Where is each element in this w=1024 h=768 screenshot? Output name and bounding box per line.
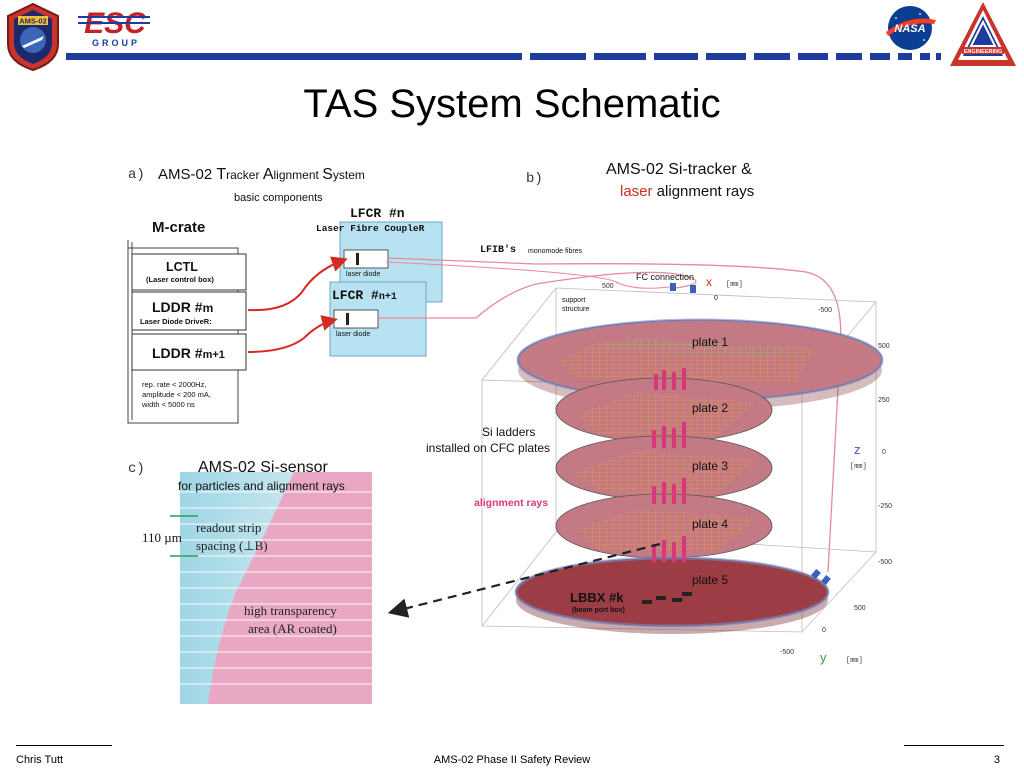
- svg-text:AMS-02: AMS-02: [19, 17, 47, 26]
- zoom-arrow: [387, 542, 661, 618]
- footer-rule-left: [16, 745, 112, 746]
- lfibs-sub: monomode fibres: [528, 248, 583, 255]
- z-tick: -500: [878, 559, 892, 566]
- panel-b-title: AMS-02 Si-tracker &: [606, 161, 752, 178]
- z-tick: 500: [878, 343, 890, 350]
- laser-diode-box: [333, 309, 379, 329]
- si-ladders-label: installed on CFC plates: [426, 441, 550, 455]
- sensor-strips: [180, 491, 372, 685]
- nasa-logo: NASA: [886, 6, 936, 50]
- plate: plate 5: [514, 556, 830, 634]
- svg-text:NASA: NASA: [894, 23, 925, 35]
- panel-c-subtitle: for particles and alignment rays: [178, 479, 345, 493]
- fibre-line: [387, 257, 842, 573]
- panel-a-title: AMS-02 Tracker Alignment System: [158, 166, 365, 183]
- alignment-rays-label: alignment rays: [474, 497, 548, 509]
- readout-label: spacing (⊥B): [196, 538, 268, 553]
- footer-title: AMS-02 Phase II Safety Review: [433, 754, 591, 766]
- lddr-m-box: [131, 291, 247, 331]
- plate-label: plate 2: [692, 401, 728, 415]
- esc-group-logo: ESC GROUP: [78, 7, 150, 48]
- lctl-label: LCTL: [166, 260, 198, 274]
- axis-y-unit: [mm]: [846, 657, 863, 665]
- laser-diode-label: laser diode: [336, 331, 370, 338]
- x-tick: 500: [602, 283, 614, 290]
- z-tick: 250: [878, 397, 890, 404]
- panel-b-tag: b): [526, 171, 543, 187]
- coax-cable: [247, 256, 348, 312]
- laser-diode-label: laser diode: [346, 271, 380, 278]
- transparency-label: area (AR coated): [248, 621, 337, 636]
- panel-a-tag: a): [128, 167, 145, 183]
- laser-diode-box: [343, 249, 389, 269]
- ams02-logo: AMS-02: [7, 2, 59, 72]
- plate-label: plate 4: [692, 517, 728, 531]
- fc-connector-icons: [670, 283, 831, 585]
- lfcr-n-subtitle: Laser Fibre CoupleR: [316, 223, 425, 234]
- spec-line: rep. rate < 2000Hz,: [142, 380, 206, 389]
- axis-x-label: x: [706, 275, 712, 289]
- coax-cable: [247, 315, 338, 353]
- svg-text:GROUP: GROUP: [92, 38, 140, 48]
- axis-z-label: z: [854, 442, 861, 457]
- lddr-m-label: LDDR #m: [152, 299, 213, 315]
- panel-a-subtitle: basic components: [234, 192, 323, 204]
- footer-rule-right: [904, 745, 1004, 746]
- z-tick: 0: [882, 449, 886, 456]
- plate: plate 3: [555, 435, 773, 501]
- transparency-label: high transparency: [244, 603, 337, 618]
- panel-a: a) AMS-02 Tracker Alignment System basic…: [127, 166, 842, 573]
- panel-b: b) AMS-02 Si-tracker & laser alignment r…: [387, 161, 892, 665]
- x-tick: 0: [714, 295, 718, 302]
- si-ladders-label: Si ladders: [482, 425, 535, 439]
- spec-line: amplitude < 200 mA,: [142, 390, 211, 399]
- axis-x-unit: [mm]: [726, 281, 743, 289]
- support-label: structure: [562, 306, 589, 313]
- lbbx-title: LBBX #k: [570, 590, 624, 605]
- lfcr-n-title: LFCR #n: [350, 206, 405, 221]
- slide-title: TAS System Schematic: [303, 82, 721, 126]
- y-tick: -500: [780, 649, 794, 656]
- lfcr-n1-title: LFCR #n+1: [332, 288, 397, 303]
- tas-schematic-diagram: a) AMS-02 Tracker Alignment System basic…: [127, 161, 892, 704]
- plate-label: plate 5: [692, 573, 728, 587]
- z-tick: -250: [878, 503, 892, 510]
- engineering-logo: ENGINEERING NASA: [950, 2, 1016, 66]
- lctl-box: [131, 253, 247, 291]
- lddr-m-sub: Laser Diode DriveR:: [140, 317, 212, 326]
- spec-line: width < 5000 ns: [141, 400, 195, 409]
- beam-ports: [642, 592, 692, 604]
- alignment-ray-marks: [652, 368, 686, 562]
- spacing-value: 110 µm: [142, 530, 182, 545]
- y-tick: 0: [822, 627, 826, 634]
- svg-text:NASA: NASA: [978, 55, 989, 60]
- lfibs-label: LFIB's: [480, 244, 516, 256]
- plate: plate 2: [555, 377, 773, 443]
- panel-c-tag: c): [128, 461, 145, 477]
- readout-label: readout strip: [196, 520, 261, 535]
- footer-author: Chris Tutt: [16, 754, 64, 766]
- panel-c: c) AMS-02 Si-sensor for particles and al…: [128, 459, 372, 704]
- svg-text:ENGINEERING: ENGINEERING: [964, 49, 1003, 55]
- mcrate-label: M-crate: [152, 219, 205, 236]
- panel-b-subtitle: laser alignment rays: [620, 183, 754, 200]
- plate-label: plate 1: [692, 335, 728, 349]
- y-tick: 500: [854, 605, 866, 612]
- header-bar: [66, 53, 941, 60]
- fibre-line: [378, 271, 697, 319]
- lctl-sub: (Laser control box): [146, 275, 214, 284]
- axis-z-unit: [mm]: [850, 463, 867, 471]
- footer-page-number: 3: [993, 754, 1000, 766]
- x-tick: -500: [818, 307, 832, 314]
- axis-y-label: y: [820, 650, 827, 665]
- panel-c-title: AMS-02 Si-sensor: [198, 459, 328, 476]
- lddr-m1-box: [131, 333, 247, 371]
- support-label: support: [562, 297, 585, 304]
- fc-connection-label: FC connection: [636, 272, 694, 282]
- lddr-m1-label: LDDR #m+1: [152, 345, 225, 361]
- plate-label: plate 3: [692, 459, 728, 473]
- lbbx-sub: (beam port box): [572, 607, 625, 614]
